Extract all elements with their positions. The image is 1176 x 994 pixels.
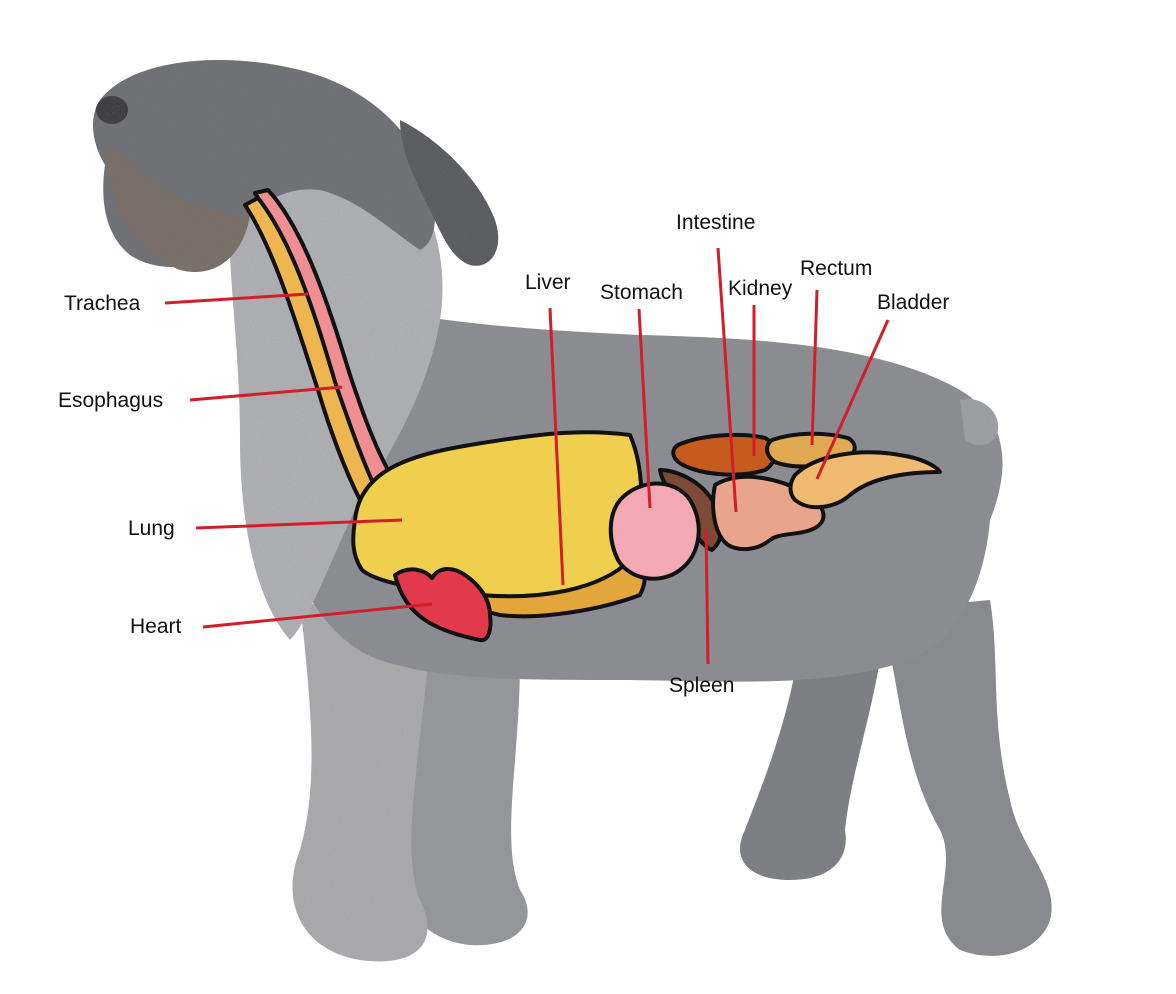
dog-nose: [96, 96, 128, 124]
stomach: [611, 484, 699, 579]
dog-tail: [960, 399, 998, 445]
label-trachea: Trachea: [64, 293, 140, 314]
label-spleen: Spleen: [669, 675, 734, 696]
kidney: [673, 435, 774, 475]
label-rectum: Rectum: [800, 258, 872, 279]
label-heart: Heart: [130, 616, 181, 637]
label-esophagus: Esophagus: [58, 390, 163, 411]
label-kidney: Kidney: [728, 278, 792, 299]
label-stomach: Stomach: [600, 282, 683, 303]
leader-spleen: [706, 530, 708, 664]
label-intestine: Intestine: [676, 212, 755, 233]
label-lung: Lung: [128, 518, 175, 539]
label-liver: Liver: [525, 272, 571, 293]
label-bladder: Bladder: [877, 292, 949, 313]
